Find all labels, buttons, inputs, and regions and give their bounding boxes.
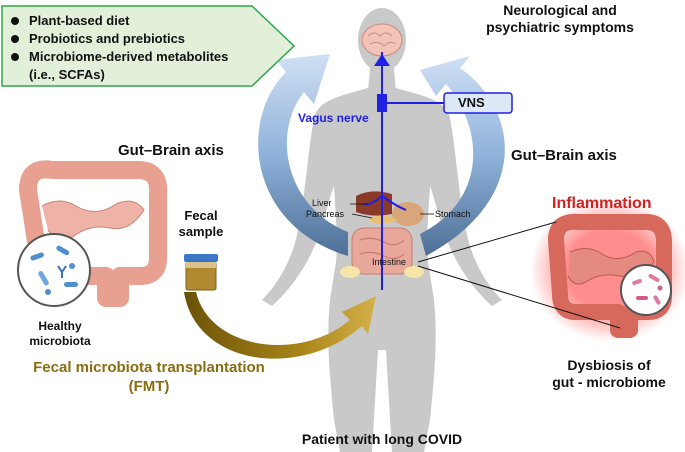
vns-label: VNS [458, 95, 485, 110]
fmt-arrow [184, 292, 376, 359]
list-item: Probiotics and prebiotics [9, 30, 228, 48]
list-item: Microbiome-derived metabolites [9, 48, 228, 66]
vns-box [443, 92, 513, 114]
pancreas-pointer [351, 213, 373, 219]
gut-brain-axis-label-right: Gut–Brain axis [511, 147, 617, 164]
fecal-sample-jar-icon [184, 254, 218, 291]
callout-line-top [417, 221, 557, 263]
callout-line-bottom [417, 265, 621, 329]
list-item: Plant-based diet [9, 12, 228, 30]
liver-icon [356, 191, 392, 216]
dysbiosis-label: Dysbiosis of gut - microbiome [552, 357, 666, 390]
inflammation-label: Inflammation [552, 195, 652, 212]
patient-label: Patient with long COVID [301, 431, 463, 447]
diet-list: Plant-based diet Probiotics and prebioti… [9, 12, 228, 84]
vagus-arrowhead [374, 54, 390, 66]
healthy-microbiota-icon [17, 233, 91, 307]
gut-brain-axis-label-left: Gut–Brain axis [118, 142, 224, 159]
list-item-continuation: (i.e., SCFAs) [29, 67, 105, 82]
fmt-label: Fecal microbiota transplantation (FMT) [33, 359, 265, 395]
intestine-label: Intestine [372, 257, 407, 267]
vagus-nerve-label: Vagus nerve [298, 111, 369, 125]
bullet-icon [11, 53, 19, 61]
stomach-label: Stomach [435, 209, 471, 219]
bullet-icon [11, 35, 19, 43]
fecal-sample-label: Fecal sample [178, 208, 224, 239]
brain-icon [361, 23, 403, 57]
neurological-symptoms-label: Neurological and psychiatric symptoms [486, 2, 634, 35]
bullet-icon [11, 17, 19, 25]
dysbiosis-microbiota-icon [620, 264, 672, 316]
vns-electrode [377, 94, 387, 112]
gut-brain-arrow-left [258, 54, 348, 256]
pancreas-icon [370, 215, 398, 224]
pancreas-label: Pancreas [306, 209, 345, 219]
liver-label: Liver [312, 198, 332, 208]
healthy-microbiota-label: Healthy microbiota [29, 319, 91, 348]
diet-list-container: Plant-based diet Probiotics and prebioti… [0, 4, 292, 88]
diet-box [1, 5, 296, 87]
